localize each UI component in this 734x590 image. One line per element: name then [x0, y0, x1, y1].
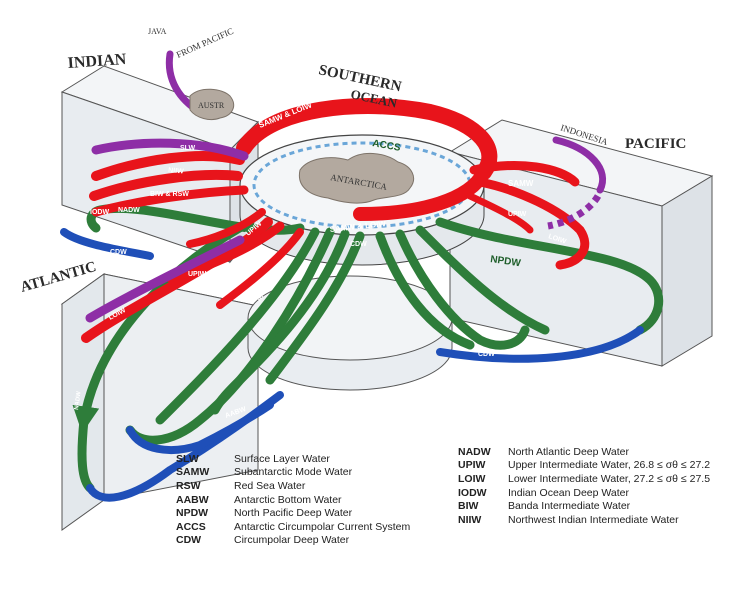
legend-row-niiw: NIIW Northwest Indian Intermediate Water [458, 513, 710, 527]
legend-abbr: AABW [176, 494, 234, 506]
legend-desc: Banda Intermediate Water [508, 500, 630, 512]
legend-desc: Antarctic Bottom Water [234, 494, 342, 506]
legend-desc: Red Sea Water [234, 480, 305, 492]
flow-label-samw-pacific: SAMW [508, 179, 534, 188]
legend-abbr: IODW [458, 487, 508, 499]
legend-abbr: RSW [176, 480, 234, 492]
flow-label-slw: SLW [180, 145, 196, 152]
legend-abbr: UPIW [458, 459, 508, 471]
legend-abbr: SAMW [176, 466, 234, 478]
legend-left: SLW Surface Layer Water SAMW Subantarcti… [176, 452, 410, 547]
legend-row-slw: SLW Surface Layer Water [176, 452, 410, 466]
legend-abbr: LOIW [458, 473, 508, 485]
legend-row-upiw: UPIW Upper Intermediate Water, 26.8 ≤ σθ… [458, 459, 710, 473]
legend-desc: Indian Ocean Deep Water [508, 487, 629, 499]
legend-row-biw: BIW Banda Intermediate Water [458, 499, 710, 513]
austr-label: AUSTR [198, 101, 225, 110]
legend-row-loiw: LOIW Lower Intermediate Water, 27.2 ≤ σθ… [458, 472, 710, 486]
flow-label-cdw-pacific: CDW [478, 351, 495, 358]
legend-row-iodw: IODW Indian Ocean Deep Water [458, 486, 710, 500]
legend-abbr: NPDW [176, 507, 234, 519]
legend-abbr: CDW [176, 534, 234, 546]
legend-desc: North Pacific Deep Water [234, 507, 352, 519]
legend-abbr: NIIW [458, 514, 508, 526]
flow-label-upiw-left: UPIW [188, 271, 207, 278]
flow-label-cdw-left: CDW [110, 249, 127, 256]
legend-abbr: SLW [176, 453, 234, 465]
indian-ocean-label: INDIAN [67, 51, 127, 72]
from-pacific-label: FROM PACIFIC [175, 26, 235, 60]
legend-desc: Circumpolar Deep Water [234, 534, 349, 546]
legend-row-npdw: NPDW North Pacific Deep Water [176, 506, 410, 520]
legend-desc: North Atlantic Deep Water [508, 446, 629, 458]
legend-desc: Upper Intermediate Water, 26.8 ≤ σθ ≤ 27… [508, 459, 710, 471]
pacific-ocean-label: PACIFIC [625, 136, 686, 152]
flow-label-nadw: NADW [118, 207, 140, 214]
legend-desc: Surface Layer Water [234, 453, 330, 465]
java-label: JAVA [148, 27, 167, 36]
flow-label-cdw-ring: CDW [350, 241, 367, 248]
legend-row-rsw: RSW Red Sea Water [176, 479, 410, 493]
legend-right: NADW North Atlantic Deep Water UPIW Uppe… [458, 445, 710, 527]
legend-row-nadw: NADW North Atlantic Deep Water [458, 445, 710, 459]
legend-row-samw: SAMW Subantarctic Mode Water [176, 466, 410, 480]
legend-desc: Lower Intermediate Water, 27.2 ≤ σθ ≤ 27… [508, 473, 710, 485]
legend-row-aabw: AABW Antarctic Bottom Water [176, 493, 410, 507]
legend-row-accs: ACCS Antarctic Circumpolar Current Syste… [176, 520, 410, 534]
legend-abbr: NADW [458, 446, 508, 458]
flow-label-biw-rsw: BIW & RSW [150, 191, 189, 198]
flow-label-upiw-pacific: UPIW [508, 211, 527, 218]
legend-abbr: ACCS [176, 521, 234, 533]
legend-desc: Northwest Indian Intermediate Water [508, 514, 679, 526]
legend-abbr: BIW [458, 500, 508, 512]
legend-desc: Antarctic Circumpolar Current System [234, 521, 410, 533]
flow-label-iodw: IODW [90, 209, 109, 216]
legend-desc: Subantarctic Mode Water [234, 466, 352, 478]
legend-row-cdw: CDW Circumpolar Deep Water [176, 534, 410, 548]
